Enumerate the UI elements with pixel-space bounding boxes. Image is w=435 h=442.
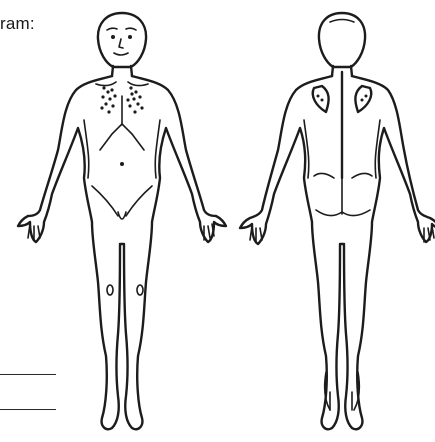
back-buttocks (314, 173, 372, 215)
blank-line-1 (0, 374, 56, 375)
front-navel (120, 162, 124, 166)
blank-line-2 (0, 409, 56, 410)
front-head (98, 13, 146, 67)
front-groin (118, 212, 126, 219)
back-scapula-left (355, 86, 371, 112)
front-knee-left (137, 285, 143, 295)
front-body-figure (18, 13, 226, 429)
front-ribcage (100, 124, 144, 150)
front-neck (112, 66, 113, 76)
back-body-figure (240, 13, 435, 429)
front-body-outline (18, 76, 226, 429)
back-scapula-right (313, 86, 329, 112)
front-knee-right (107, 285, 113, 295)
front-clavicles (96, 82, 148, 86)
back-body-outline (240, 76, 435, 429)
back-head (319, 13, 365, 67)
front-face (107, 28, 136, 55)
